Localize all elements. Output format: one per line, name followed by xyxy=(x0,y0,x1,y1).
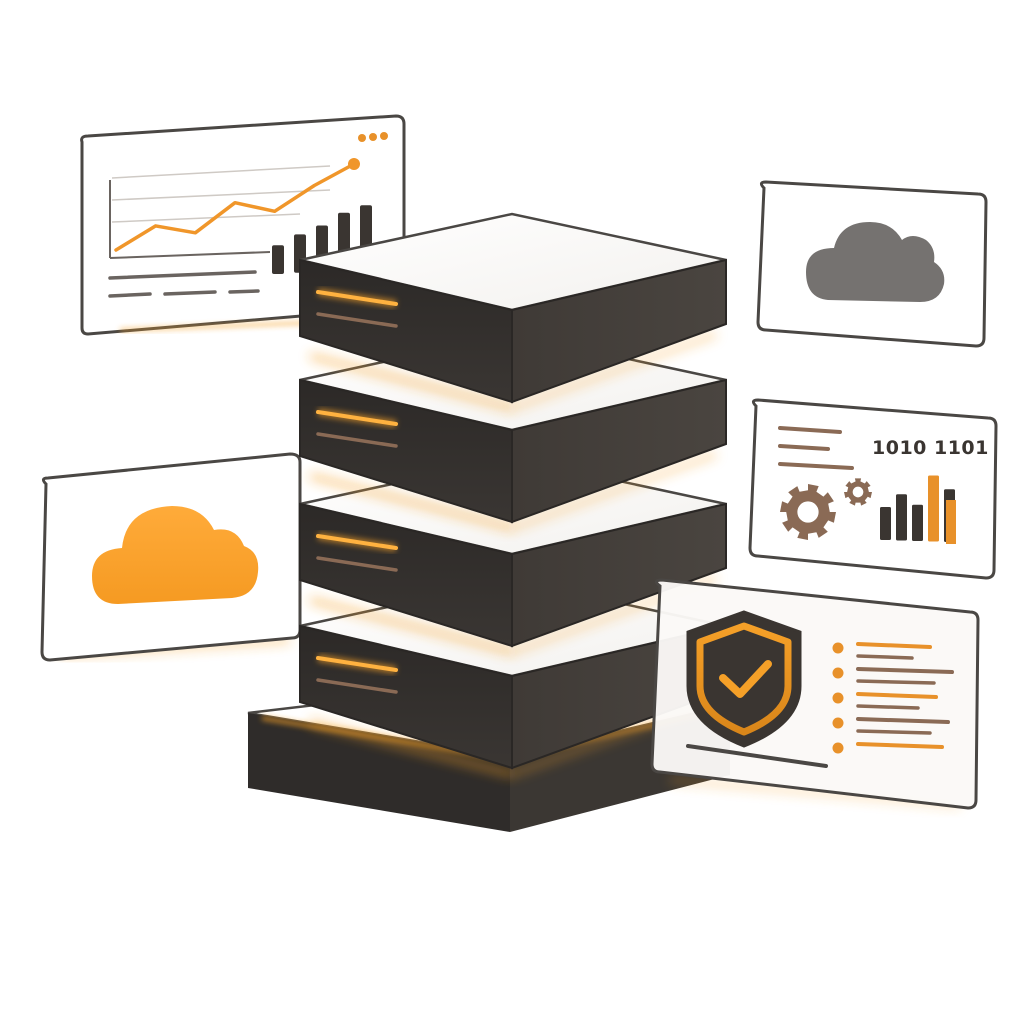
server-side-face xyxy=(511,378,727,524)
server-vent-line xyxy=(316,312,398,328)
server-unit xyxy=(298,212,727,411)
list-item-line xyxy=(856,692,938,699)
status-bar xyxy=(912,504,923,541)
list-item-line xyxy=(856,742,944,749)
shield-check-icon xyxy=(686,610,802,748)
status-text-lines xyxy=(778,426,854,470)
gear-icon xyxy=(780,478,872,540)
server-status-light xyxy=(316,410,398,426)
list-item-line xyxy=(856,667,954,674)
more-dots-icon xyxy=(358,132,388,142)
list-item-subline xyxy=(856,654,914,660)
security-caption-line xyxy=(686,744,828,768)
trend-end-dot xyxy=(348,158,360,170)
list-bullet xyxy=(832,717,844,729)
gear-hole xyxy=(852,486,864,498)
cloud-sync-panel xyxy=(40,452,302,662)
server-vent-line xyxy=(316,556,398,572)
server-status-light xyxy=(316,534,398,550)
list-item-subline xyxy=(856,679,936,685)
analytics-bar xyxy=(272,245,284,274)
line-chart-icon xyxy=(109,158,360,259)
list-item-subline xyxy=(856,729,932,735)
server-status-light xyxy=(316,656,398,672)
security-panel xyxy=(650,578,980,810)
list-item-line xyxy=(856,642,932,649)
list-bullet xyxy=(832,642,844,654)
cloud-icon xyxy=(92,506,259,604)
status-bar xyxy=(928,475,939,542)
list-bullet xyxy=(832,692,844,704)
list-bullet xyxy=(832,742,844,754)
server-side-face xyxy=(511,258,727,404)
binary-code-text: 1010 1101 xyxy=(872,437,989,459)
list-item-line xyxy=(856,717,950,724)
cloud-icon xyxy=(806,222,945,302)
security-checklist xyxy=(832,642,954,754)
gear-hole xyxy=(797,501,819,523)
trend-line xyxy=(114,162,356,252)
cloud-storage-panel xyxy=(756,180,988,348)
analytics-text-lines xyxy=(108,270,260,298)
status-bar xyxy=(896,494,907,541)
list-item-subline xyxy=(856,704,920,710)
server-vent-line xyxy=(316,678,398,694)
status-bar-chart xyxy=(880,475,956,544)
status-bar xyxy=(880,507,891,540)
server-vent-line xyxy=(316,432,398,448)
system-status-panel: 1010 1101 xyxy=(748,398,998,580)
status-bar-highlight xyxy=(946,500,956,544)
server-status-light xyxy=(316,290,398,306)
server-side-face xyxy=(511,502,727,648)
list-bullet xyxy=(832,667,844,679)
